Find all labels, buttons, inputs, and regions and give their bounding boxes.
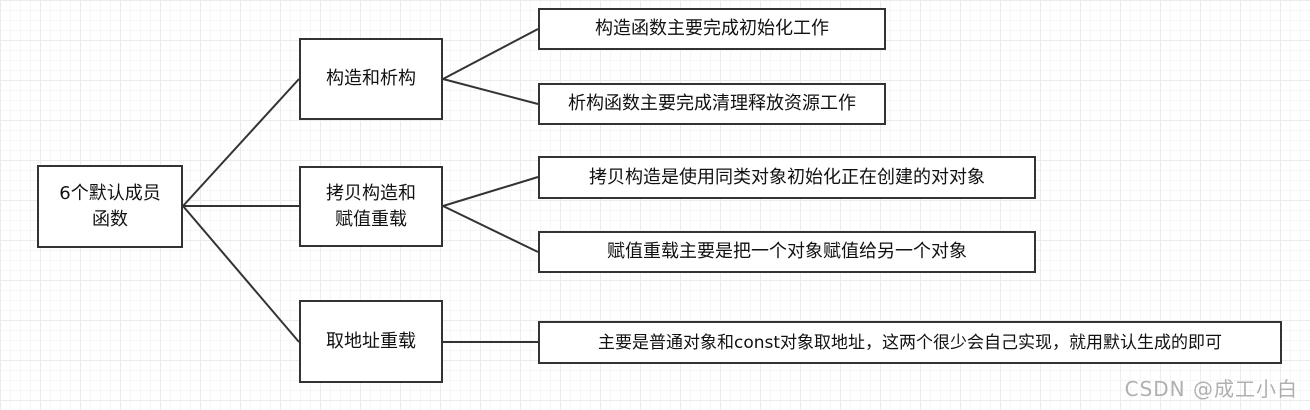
leaf-node-destructor: 析构函数主要完成清理释放资源工作 (538, 83, 886, 125)
leaf-label: 赋值重载主要是把一个对象赋值给另一个对象 (607, 241, 967, 262)
leaf-node-assignment-overload: 赋值重载主要是把一个对象赋值给另一个对象 (538, 231, 1036, 273)
leaf-label: 拷贝构造是使用同类对象初始化正在创建的对对象 (589, 166, 985, 188)
branch-node-copy-assign: 拷贝构造和 赋值重载 (299, 166, 443, 247)
leaf-label: 主要是普通对象和const对象取地址，这两个很少会自己实现，就用默认生成的即可 (597, 332, 1223, 353)
connector-root-branch-1 (182, 78, 300, 207)
connector-branch-1-leaf-1 (442, 28, 539, 80)
branch-label-line-1: 拷贝构造和 (326, 182, 416, 204)
watermark: CSDN @成工小白 (1124, 377, 1298, 401)
branch-label-line-2: 赋值重载 (335, 208, 407, 230)
connector-branch-1-leaf-2 (442, 78, 539, 105)
branch-label: 取地址重载 (326, 330, 416, 352)
root-label-line-2: 函数 (91, 208, 128, 230)
branch-node-address-of: 取地址重载 (299, 300, 443, 383)
leaf-node-address-of: 主要是普通对象和const对象取地址，这两个很少会自己实现，就用默认生成的即可 (538, 321, 1282, 364)
branch-node-constructor-destructor: 构造和析构 (299, 38, 443, 120)
connector-root-branch-3 (182, 205, 300, 343)
leaf-node-copy-constructor: 拷贝构造是使用同类对象初始化正在创建的对对象 (538, 156, 1036, 199)
connector-branch-2-leaf-3 (442, 176, 539, 207)
leaf-label: 构造函数主要完成初始化工作 (595, 18, 829, 39)
leaf-node-constructor: 构造函数主要完成初始化工作 (538, 8, 886, 50)
connector-branch-2-leaf-4 (442, 205, 539, 253)
branch-label: 构造和析构 (326, 68, 416, 89)
root-label-line-1: 6个默认成员 (59, 182, 161, 204)
root-node: 6个默认成员 函数 (37, 165, 183, 248)
leaf-label: 析构函数主要完成清理释放资源工作 (568, 93, 856, 114)
